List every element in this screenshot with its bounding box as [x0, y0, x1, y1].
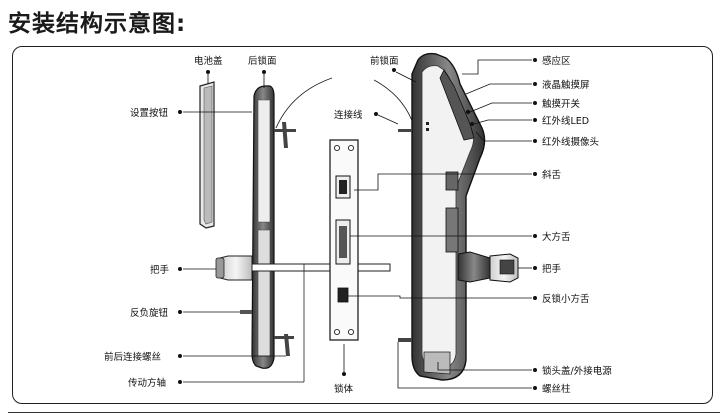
bottom-divider: [8, 412, 720, 413]
label-reverse-knob: 反负旋钮: [130, 307, 169, 319]
lock-body-part: [329, 139, 359, 341]
leader-dots-left: [178, 68, 396, 384]
diagram-frame: [12, 46, 713, 404]
leader-lines-right: [348, 59, 532, 389]
label-handle-left: 把手: [150, 264, 170, 276]
label-battery-cover: 电池盖: [194, 55, 223, 67]
label-front-panel: 前锁面: [370, 55, 399, 67]
spindle-bar: [251, 263, 391, 272]
label-sensing-area: 感应区: [542, 55, 571, 67]
label-screw-post: 螺丝柱: [542, 383, 571, 395]
label-lock-body: 锁体: [334, 383, 354, 395]
label-handle-right: 把手: [542, 263, 562, 275]
reverse-knob-part: [240, 310, 252, 314]
leader-dots-right: [533, 58, 537, 390]
label-latch-bolt: 斜舌: [542, 169, 562, 181]
label-cylinder-cover: 锁头盖/外接电源: [542, 365, 612, 377]
label-rear-panel: 后锁面: [248, 55, 277, 67]
label-spindle: 传动方轴: [128, 377, 166, 389]
connecting-wire-right: [373, 79, 415, 127]
rear-handle: [215, 255, 253, 281]
label-connecting-wire: 连接线: [334, 109, 363, 121]
front-handle: [457, 251, 519, 283]
label-anti-lock-bolt: 反锁小方舌: [542, 293, 590, 305]
leader-lines-left: [183, 71, 417, 383]
front-panel-part: [398, 52, 486, 381]
label-screws: 前后连接螺丝: [104, 351, 161, 363]
label-touch-switch: 触摸开关: [542, 98, 581, 110]
label-ir-led: 红外线LED: [542, 115, 589, 127]
rear-panel-part: [251, 85, 296, 369]
label-dead-bolt: 大方舌: [542, 231, 571, 243]
battery-cover-part: [199, 81, 215, 229]
label-settings-button: 设置按钮: [130, 107, 169, 119]
label-lcd-touchscreen: 液晶触摸屏: [542, 79, 590, 91]
diagram-title: 安装结构示意图:: [8, 11, 187, 37]
connecting-wire-left: [275, 77, 333, 129]
label-ir-camera: 红外线摄像头: [542, 136, 599, 148]
